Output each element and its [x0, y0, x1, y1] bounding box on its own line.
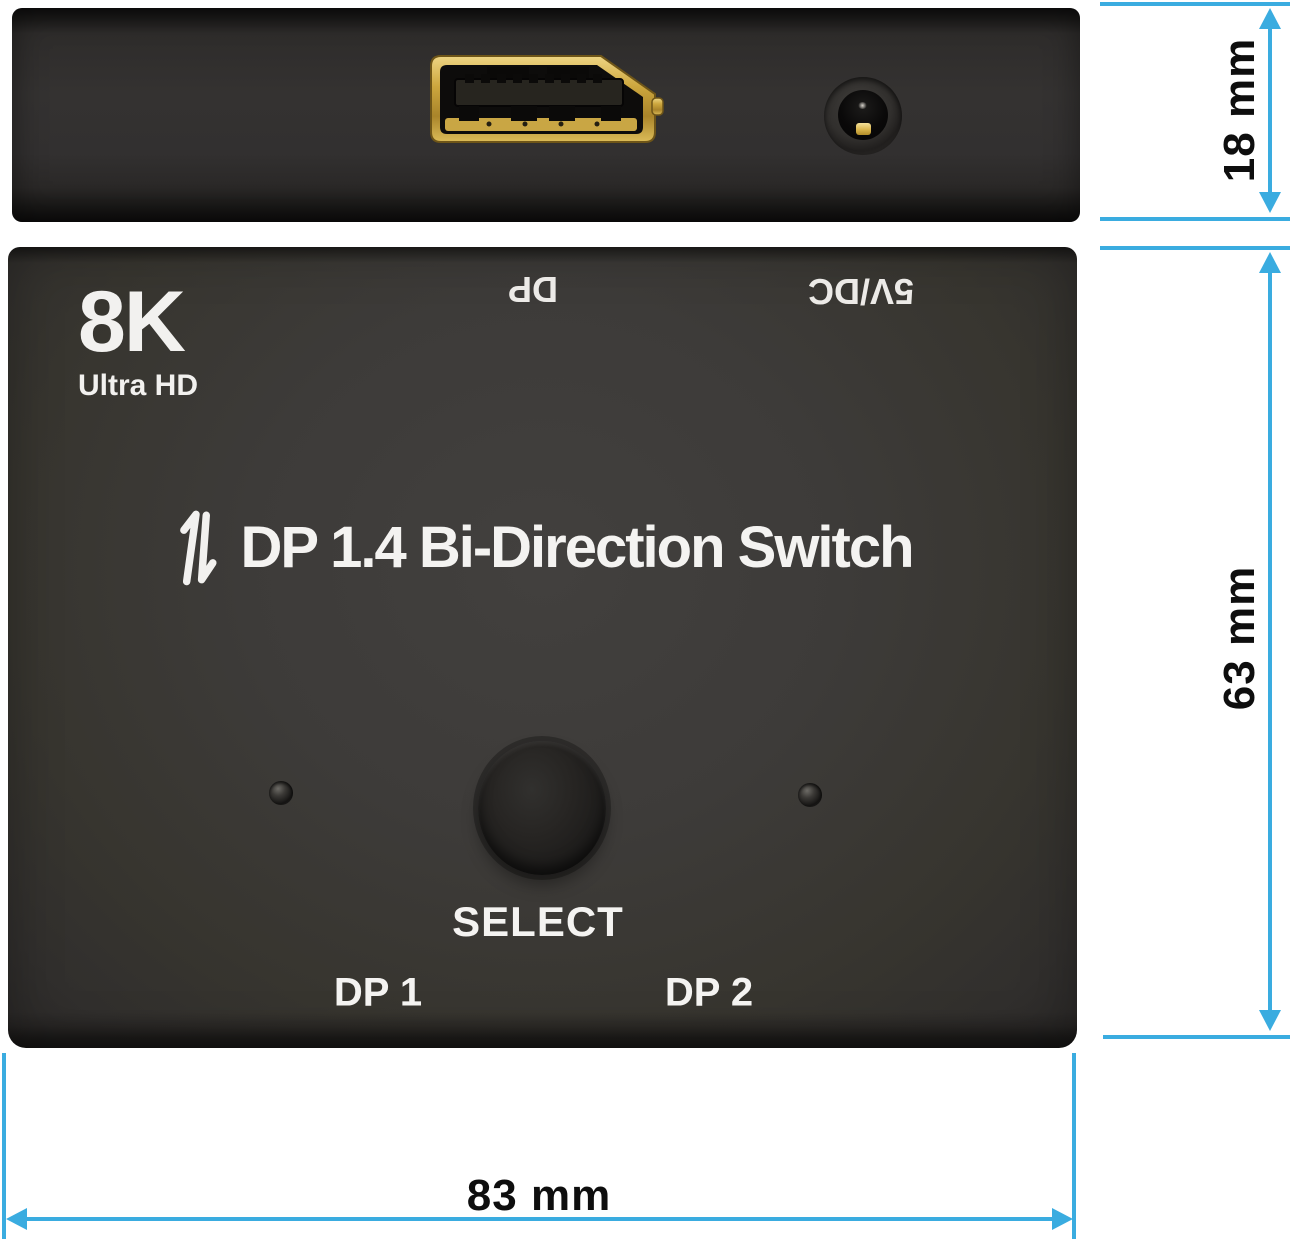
displayport-connector-icon [430, 55, 664, 143]
dim-83mm-arrow-line [24, 1217, 1056, 1221]
dim-18mm-extension-top [1100, 2, 1290, 6]
dim-18mm-label: 18 mm [1215, 37, 1264, 183]
device-front-view: 8K Ultra HD DP 5V/DC DP 1.4 Bi-Direction… [8, 247, 1077, 1048]
dc-jack-hole [838, 90, 888, 140]
dim-63mm-arrowhead-up [1259, 252, 1281, 273]
dim-18mm-extension-bottom [1100, 217, 1290, 221]
dc-jack-highlight [858, 102, 867, 109]
dc-jack-gold-pin [856, 123, 871, 135]
dim-63mm-label: 63 mm [1215, 565, 1264, 711]
device-top-edge-view [12, 8, 1080, 222]
front-title-text: DP 1.4 Bi-Direction Switch [240, 514, 914, 580]
top-edge-power-label: 5V/DC [807, 271, 915, 312]
dim-63mm-arrowhead-down [1259, 1010, 1281, 1031]
port-label-dp1: DP 1 [333, 970, 423, 1015]
dim-83mm-extension-left [2, 1053, 6, 1239]
dim-63mm-extension-bottom [1103, 1035, 1290, 1039]
dim-83mm-label: 83 mm [466, 1171, 612, 1220]
badge-8k-text: 8K [78, 274, 186, 370]
dim-83mm-arrowhead-left [6, 1208, 27, 1230]
led-indicator-right-icon [798, 783, 822, 807]
bi-direction-arrows-icon [180, 510, 217, 586]
badge-8k-ultra-hd: 8K Ultra HD [78, 279, 198, 401]
dim-83mm-extension-right [1072, 1053, 1076, 1239]
dc-power-jack-icon [824, 77, 902, 155]
dim-18mm-arrow-line [1268, 24, 1272, 198]
dim-18mm-arrowhead-up [1259, 8, 1281, 29]
top-edge-dp-label: DP [507, 269, 559, 310]
led-indicator-left-icon [269, 781, 293, 805]
dim-83mm-arrowhead-right [1052, 1208, 1073, 1230]
badge-ultra-hd-text: Ultra HD [78, 369, 199, 402]
front-title-row: DP 1.4 Bi-Direction Switch [8, 503, 1077, 591]
dim-63mm-arrow-line [1268, 266, 1272, 1016]
select-button [478, 741, 606, 875]
port-label-dp2: DP 2 [664, 970, 754, 1015]
dim-18mm-arrowhead-down [1259, 192, 1281, 213]
dim-63mm-extension-top [1100, 246, 1290, 250]
select-button-label: SELECT [452, 898, 624, 945]
